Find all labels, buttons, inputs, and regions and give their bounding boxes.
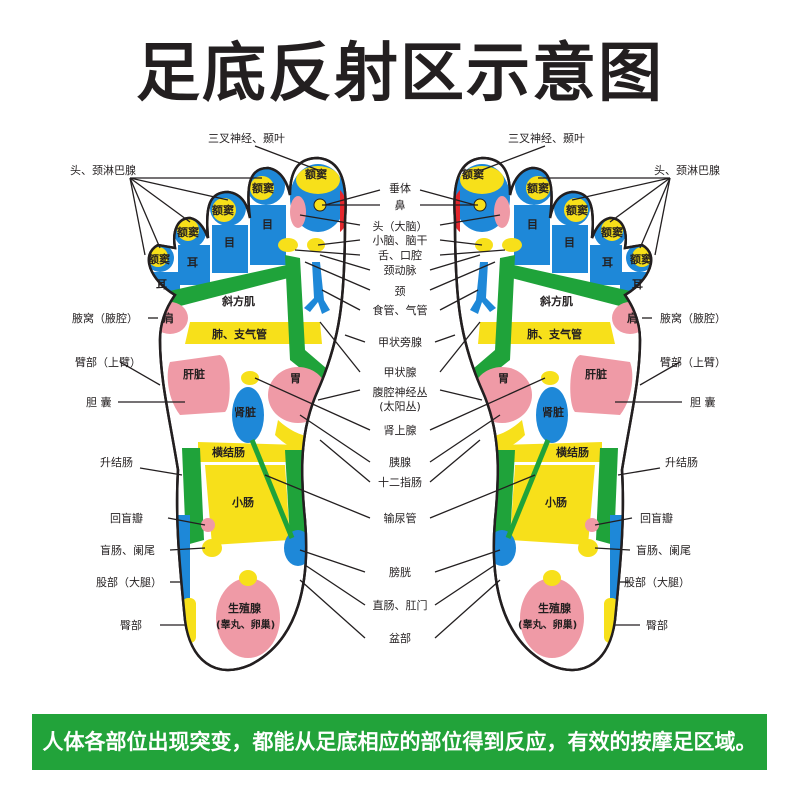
gonad-label-sub: (睾丸、卵巢) [518, 618, 577, 631]
lung-label: 肺、支气管 [527, 327, 582, 341]
ear-label: 耳 [632, 278, 643, 291]
armpit-label: 腋窝（腋腔） [72, 311, 138, 325]
transverse-colon-label: 横结肠 [212, 445, 245, 459]
duodenum-label: 十二指肠 [378, 475, 422, 489]
gonad-label: 生殖腺 [228, 601, 262, 615]
ureter-label: 输尿管 [384, 511, 417, 525]
reflexology-diagram: 额窦 额窦 额窦 额窦 额窦 耳 耳 目 目 斜方肌 肩 肺、支气管 肝脏 胃 … [70, 131, 726, 700]
stomach-label: 胃 [498, 372, 509, 385]
adrenal-label: 肾上腺 [384, 423, 417, 437]
gonad-label: 生殖腺 [538, 601, 572, 615]
right-region-labels: 额窦 额窦 额窦 额窦 额窦 耳 耳 目 目 斜方肌 肩 肺、支气管 肝脏 胃 … [462, 167, 652, 631]
rectum-label: 直肠、肛门 [373, 598, 428, 612]
eye-label: 目 [224, 236, 235, 249]
footer-banner: 人体各部位出现突变，都能从足底相应的部位得到反应，有效的按摩足区域。 [32, 714, 767, 770]
pituitary-label: 垂体 [389, 181, 411, 195]
thigh-label: 股部（大腿） [96, 575, 162, 589]
sinus-label: 额窦 [305, 167, 327, 181]
armpit-label: 腋窝（腋腔） [660, 311, 726, 325]
brain-label: 头（大脑） [373, 219, 428, 233]
solar-plexus-label: (太阳丛) [379, 400, 421, 413]
ileocecal-label: 回盲瓣 [640, 511, 673, 525]
leader-lines [118, 145, 682, 639]
buttock-label: 臀部 [646, 618, 668, 632]
left-outer-labels: 三叉神经、颞叶 头、颈淋巴腺 腋窝（腋腔） 臂部（上臂） 胆 囊 升结肠 回盲瓣… [70, 131, 285, 632]
pancreas-label: 胰腺 [389, 455, 411, 469]
thyroid-label: 甲状腺 [384, 365, 417, 379]
small-intestine-label: 小肠 [544, 495, 567, 509]
liver-label: 肝脏 [585, 367, 607, 381]
kidney-label: 肾脏 [234, 405, 256, 419]
nose-label: 鼻 [395, 198, 406, 212]
ear-label: 耳 [602, 256, 613, 269]
gallbladder-label: 胆 囊 [86, 395, 112, 409]
lung-label: 肺、支气管 [212, 327, 267, 341]
sinus-label: 额窦 [527, 181, 549, 195]
sinus-label: 额窦 [462, 167, 484, 181]
sinus-label: 额窦 [630, 252, 652, 266]
parathyroid-label: 甲状旁腺 [378, 335, 422, 349]
shoulder-label: 肩 [163, 311, 174, 325]
sinus-label: 额窦 [177, 225, 199, 239]
trigeminal-label: 三叉神经、颞叶 [208, 131, 285, 145]
thigh-label: 股部（大腿） [624, 575, 690, 589]
shoulder-label: 肩 [627, 311, 638, 325]
eye-label: 目 [262, 218, 273, 231]
head-lymph-label: 头、颈淋巴腺 [70, 163, 136, 177]
transverse-colon-label: 横结肠 [556, 445, 589, 459]
gonad-label-sub: (睾丸、卵巢) [216, 618, 275, 631]
trigeminal-label: 三叉神经、颞叶 [508, 131, 585, 145]
tongue-label: 舌、口腔 [378, 248, 422, 262]
pelvis-label: 盆部 [389, 631, 411, 645]
page-title: 足底反射区示意图 [136, 37, 664, 111]
kidney-label: 肾脏 [542, 405, 564, 419]
ear-label: 耳 [187, 256, 198, 269]
sinus-label: 额窦 [566, 203, 588, 217]
neck-label: 颈 [395, 285, 406, 298]
ascending-colon-label: 升结肠 [100, 456, 133, 469]
ear-label: 耳 [156, 278, 167, 291]
ascending-colon-label: 升结肠 [665, 456, 698, 469]
sinus-label: 额窦 [148, 252, 170, 266]
gallbladder-label: 胆 囊 [690, 395, 716, 409]
ileocecal-label: 回盲瓣 [110, 511, 143, 525]
trapezius-label: 斜方肌 [221, 294, 255, 308]
cerebellum-label: 小脑、脑干 [373, 234, 428, 247]
bladder-label: 膀胱 [389, 565, 411, 579]
trapezius-label: 斜方肌 [539, 294, 573, 308]
buttock-label: 臀部 [120, 618, 142, 632]
esophagus-label: 食管、气管 [373, 303, 428, 317]
upper-arm-label: 臂部（上臂） [75, 355, 141, 369]
center-labels: 垂体 鼻 头（大脑） 小脑、脑干 舌、口腔 颈动脉 颈 食管、气管 甲状旁腺 甲… [373, 181, 428, 645]
head-lymph-label: 头、颈淋巴腺 [654, 163, 720, 177]
sinus-label: 额窦 [212, 203, 234, 217]
right-outer-labels: 三叉神经、颞叶 头、颈淋巴腺 腋窝（腋腔） 臂部（上臂） 胆 囊 升结肠 回盲瓣… [508, 131, 726, 632]
cecum-label: 盲肠、阑尾 [100, 543, 155, 557]
small-intestine-label: 小肠 [231, 495, 254, 509]
liver-label: 肝脏 [183, 367, 205, 381]
carotid-label: 颈动脉 [384, 263, 417, 277]
sinus-label: 额窦 [252, 181, 274, 195]
eye-label: 目 [527, 218, 538, 231]
celiac-plexus-label: 腹腔神经丛 [373, 385, 428, 399]
eye-label: 目 [564, 236, 575, 249]
stomach-label: 胃 [290, 372, 301, 385]
left-region-labels: 额窦 额窦 额窦 额窦 额窦 耳 耳 目 目 斜方肌 肩 肺、支气管 肝脏 胃 … [148, 167, 327, 631]
upper-arm-label: 臂部（上臂） [660, 355, 726, 369]
cecum-label: 盲肠、阑尾 [636, 543, 691, 557]
sinus-label: 额窦 [601, 225, 623, 239]
